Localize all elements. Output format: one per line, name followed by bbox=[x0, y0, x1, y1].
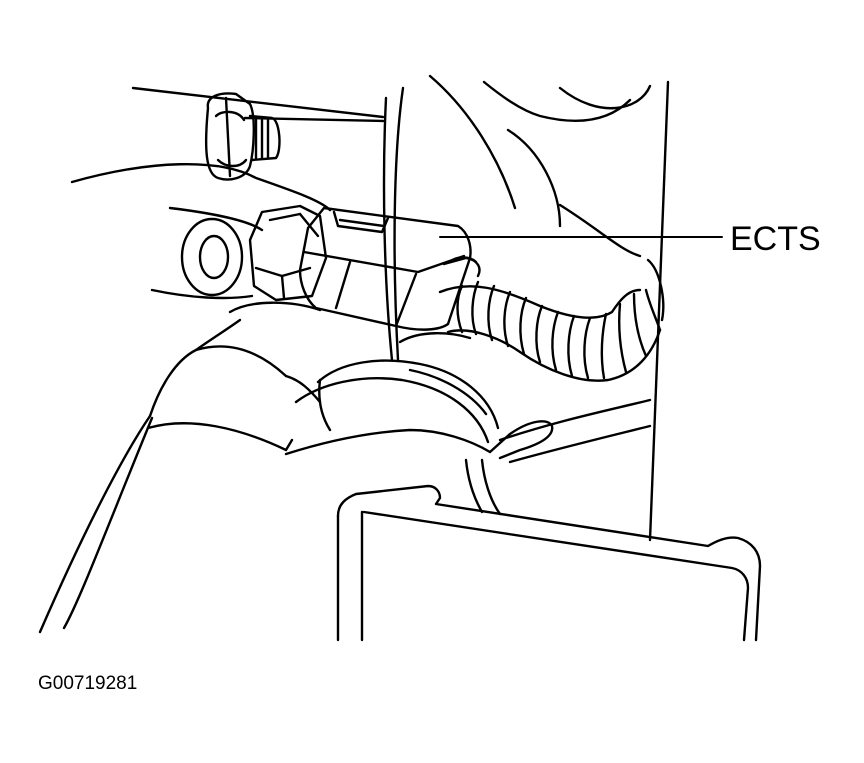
figure-id: G00719281 bbox=[38, 673, 137, 694]
bracket-pipe bbox=[284, 332, 652, 516]
hose-clamp bbox=[294, 359, 500, 444]
wire-harness bbox=[438, 280, 662, 382]
engine-block-outline bbox=[70, 74, 670, 542]
coolant-hose bbox=[38, 301, 322, 634]
washer bbox=[180, 217, 244, 297]
ects-label: ECTS bbox=[730, 220, 821, 258]
bolt bbox=[204, 92, 281, 181]
ects-connector bbox=[298, 206, 481, 331]
lower-housing bbox=[336, 484, 762, 642]
